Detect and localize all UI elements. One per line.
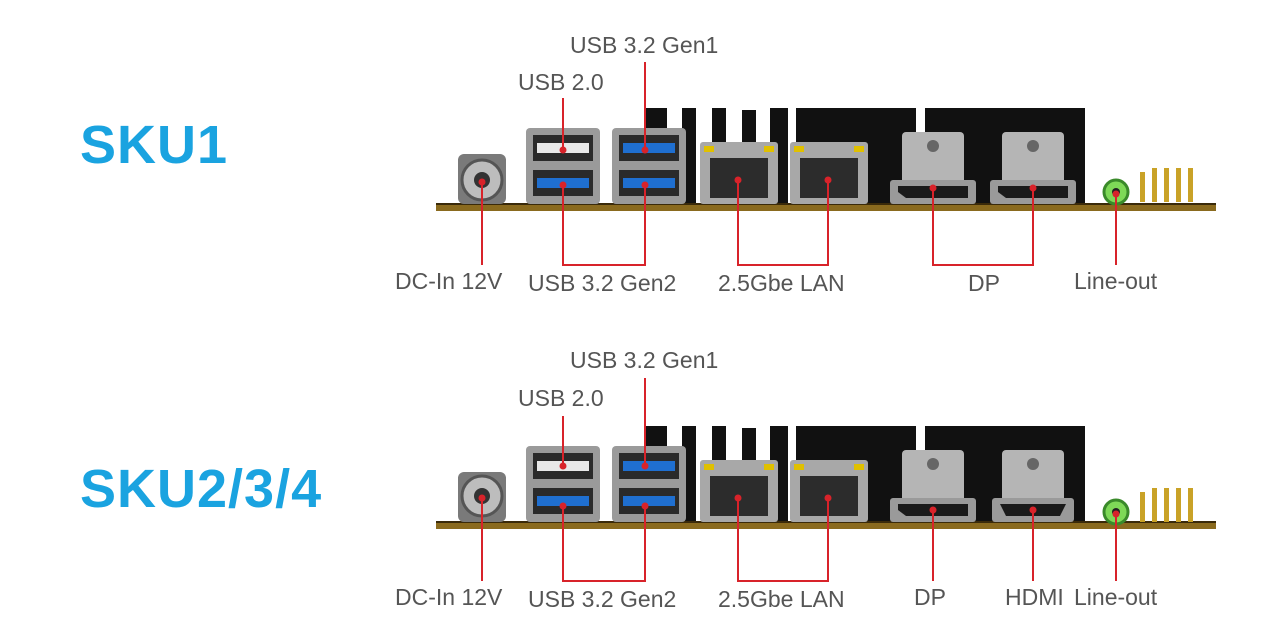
sku234-panel: SKU2/3/4 <box>0 316 1285 636</box>
label-usb32-gen1: USB 3.2 Gen1 <box>570 32 719 58</box>
sku1-panel: SKU1 <box>80 32 1216 296</box>
sku234-title: SKU2/3/4 <box>80 459 323 519</box>
callout-dots <box>478 146 1120 198</box>
label-dc-in: DC-In 12V <box>395 584 503 610</box>
callout-dots <box>478 462 1120 518</box>
usb-stack-right <box>612 446 686 522</box>
usb-stack-right <box>612 128 686 204</box>
pin-header <box>1140 488 1193 522</box>
label-hdmi: HDMI <box>1005 584 1064 610</box>
label-dp: DP <box>968 270 1000 296</box>
pin-header <box>1140 168 1193 202</box>
label-usb20: USB 2.0 <box>518 385 604 411</box>
label-line-out: Line-out <box>1074 268 1158 294</box>
dp-port <box>890 450 976 522</box>
label-dc-in: DC-In 12V <box>395 268 503 294</box>
pcb-edge <box>436 204 1216 211</box>
label-line-out: Line-out <box>1074 584 1158 610</box>
dp-port-1 <box>890 132 976 204</box>
sku234-io-board <box>436 378 1216 582</box>
label-usb32-gen2: USB 3.2 Gen2 <box>528 586 677 612</box>
label-lan: 2.5Gbe LAN <box>718 270 845 296</box>
callout-lines <box>481 378 1117 582</box>
label-usb32-gen1: USB 3.2 Gen1 <box>570 347 719 373</box>
callout-lines <box>481 62 1117 266</box>
label-usb32-gen2: USB 3.2 Gen2 <box>528 270 677 296</box>
label-lan: 2.5Gbe LAN <box>718 586 845 612</box>
label-usb20: USB 2.0 <box>518 69 604 95</box>
sku1-title: SKU1 <box>80 115 229 175</box>
pcb-edge <box>436 522 1216 529</box>
sku1-io-board <box>436 62 1216 266</box>
label-dp: DP <box>914 584 946 610</box>
